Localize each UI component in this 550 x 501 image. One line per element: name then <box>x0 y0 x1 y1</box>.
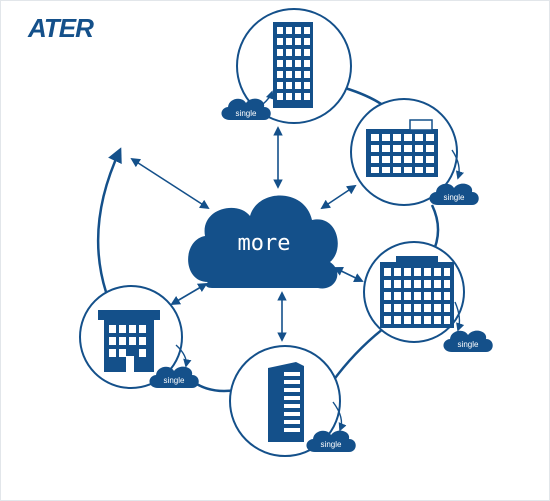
building-icon <box>268 362 304 442</box>
connector-left <box>170 283 208 305</box>
building-icon <box>366 119 438 177</box>
logo-text: ATER <box>27 13 94 43</box>
brand-logo: ATER <box>27 13 95 43</box>
badge-cloud: single <box>429 183 479 205</box>
badge-label: single <box>458 340 479 349</box>
badge-label: single <box>321 440 342 449</box>
badge-cloud: single <box>149 366 199 388</box>
building-icon <box>380 256 454 328</box>
connector-upper-right <box>320 184 357 210</box>
connector-far-left <box>130 157 210 210</box>
badge-label: single <box>444 193 465 202</box>
badge-cloud: single <box>443 330 493 352</box>
hub-label: more <box>238 231 291 256</box>
badge-label: single <box>236 109 257 118</box>
node-top: single <box>221 8 352 124</box>
node-bottom: single <box>229 345 356 457</box>
badge-cloud: single <box>306 430 356 452</box>
building-icon <box>273 22 313 108</box>
node-lower-right: single <box>363 241 493 352</box>
building-icon <box>98 310 160 372</box>
badge-cloud: single <box>221 98 271 120</box>
connector-lower-right <box>333 267 364 282</box>
badge-pointers <box>175 90 465 432</box>
hub-connectors <box>130 126 364 342</box>
hub-cloud: more <box>188 195 338 289</box>
badge-label: single <box>164 376 185 385</box>
node-left: single <box>79 285 199 389</box>
node-upper-right: single <box>350 98 479 206</box>
